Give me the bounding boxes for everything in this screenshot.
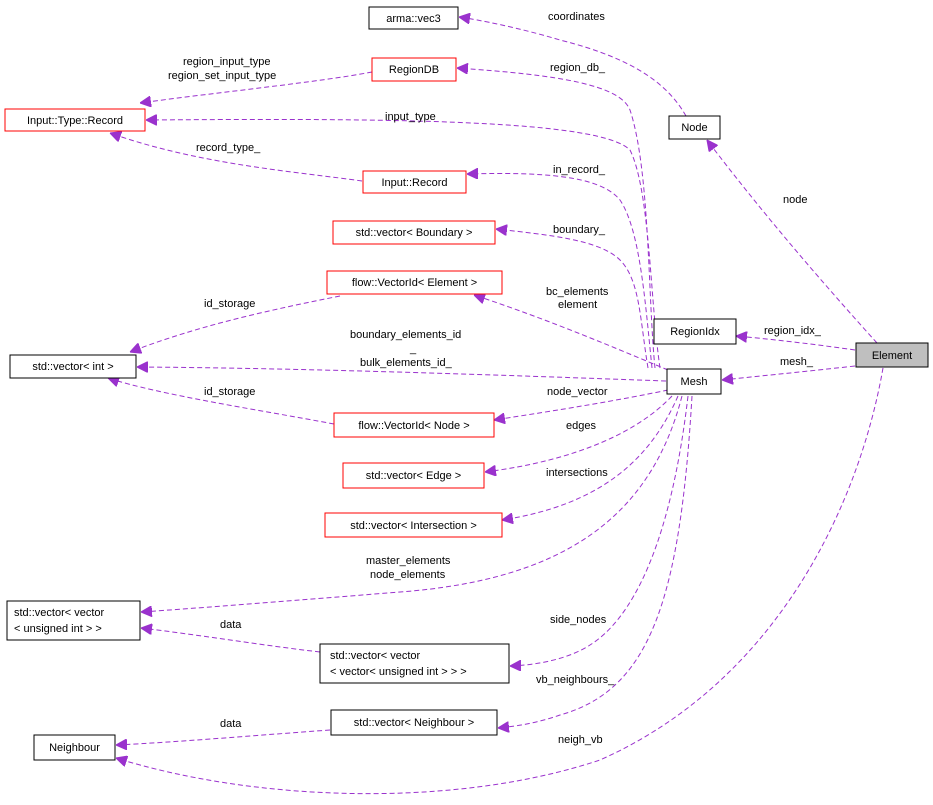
edge-label-element: element — [558, 299, 597, 311]
edge-input-type — [146, 119, 661, 369]
node-label-vector-vvv-uint-line2: < vector< unsigned int > > > — [330, 666, 467, 678]
edge-elements-id — [137, 367, 667, 382]
edge-node-vector — [494, 389, 669, 420]
edge-label-id-storage-node: id_storage — [204, 386, 255, 398]
edge-in-record — [467, 173, 653, 369]
node-label-arma-vec3: arma::vec3 — [386, 13, 440, 25]
edge-label-side-nodes: side_nodes — [550, 614, 607, 626]
node-label-vectorid-node: flow::VectorId< Node > — [358, 420, 469, 432]
node-input-type-record[interactable]: Input::Type::Record — [4, 108, 146, 132]
node-vector-edge[interactable]: std::vector< Edge > — [342, 462, 485, 489]
edge-label-vb-neighbours: vb_neighbours_ — [536, 674, 615, 686]
node-vector-intersection[interactable]: std::vector< Intersection > — [324, 512, 503, 538]
node-vector-vector-uint[interactable]: std::vector< vector < unsigned int > > — [6, 600, 141, 641]
edge-label-node-elements: node_elements — [370, 569, 446, 581]
node-label-node: Node — [681, 122, 707, 134]
edge-region-db — [457, 68, 656, 369]
edge-id-storage-node — [108, 378, 335, 425]
node-label-vector-boundary: std::vector< Boundary > — [356, 227, 473, 239]
node-label-vector-vector-uint-line1: std::vector< vector — [14, 607, 105, 619]
node-label-vector-vvv-uint-line1: std::vector< vector — [330, 650, 421, 662]
edge-data-neighbour — [116, 729, 331, 745]
edge-label-region-input-type: region_input_type — [183, 56, 270, 68]
edge-coordinates — [459, 17, 687, 117]
edge-label-bulk-elements-id: bulk_elements_id_ — [360, 357, 453, 369]
node-label-regionidx: RegionIdx — [670, 326, 720, 338]
edge-label-region-db: region_db_ — [550, 62, 606, 74]
node-label-element: Element — [872, 350, 912, 362]
edge-label-mesh: mesh_ — [780, 356, 814, 368]
node-vectorid-node[interactable]: flow::VectorId< Node > — [333, 412, 495, 438]
node-vector-int[interactable]: std::vector< int > — [9, 354, 137, 379]
node-vector-boundary[interactable]: std::vector< Boundary > — [332, 220, 496, 245]
node-vector-neighbour[interactable]: std::vector< Neighbour > — [330, 709, 498, 736]
node-label-neighbour: Neighbour — [49, 742, 100, 754]
node-label-input-type-record: Input::Type::Record — [27, 115, 123, 127]
node-element[interactable]: Element — [855, 342, 929, 368]
edge-region-idx — [736, 336, 856, 351]
edge-label-boundary-elements-id: boundary_elements_id — [350, 329, 461, 341]
edge-label-data-vvv: data — [220, 619, 242, 631]
edge-label-intersections: intersections — [546, 467, 608, 479]
edge-label-data-neighbour: data — [220, 718, 242, 730]
node-label-vector-edge: std::vector< Edge > — [366, 470, 461, 482]
node-input-record[interactable]: Input::Record — [362, 170, 467, 194]
node-neighbour[interactable]: Neighbour — [33, 734, 116, 761]
edge-bc-elements — [474, 295, 669, 371]
edge-label-in-record: in_record_ — [553, 164, 606, 176]
edge-edges — [485, 395, 673, 472]
node-regiondb[interactable]: RegionDB — [371, 57, 457, 82]
edge-label-region-idx: region_idx_ — [764, 325, 822, 337]
edge-mesh — [722, 365, 856, 380]
edge-label-master-elements: master_elements — [366, 555, 451, 567]
edge-label-id-storage-element: id_storage — [204, 298, 255, 310]
edge-label-record-type: record_type_ — [196, 142, 261, 154]
edge-boundary — [496, 229, 649, 369]
node-label-vectorid-element: flow::VectorId< Element > — [352, 277, 477, 289]
edge-label-region-set-input-type: region_set_input_type — [168, 70, 276, 82]
edge-record-type — [110, 133, 363, 182]
edge-label-coordinates: coordinates — [548, 11, 605, 23]
edge-label-node-vector: node_vector — [547, 386, 608, 398]
node-label-vector-neighbour: std::vector< Neighbour > — [354, 717, 474, 729]
node-regionidx[interactable]: RegionIdx — [653, 318, 737, 345]
edge-label-node: node — [783, 194, 807, 206]
edge-label-bc-elements: bc_elements — [546, 286, 609, 298]
node-label-input-record: Input::Record — [381, 177, 447, 189]
node-label-vector-int: std::vector< int > — [32, 361, 113, 373]
edge-master-elements — [141, 395, 683, 612]
edge-id-storage-element — [130, 295, 341, 352]
node-label-mesh: Mesh — [681, 376, 708, 388]
edge-label-underscore: _ — [409, 343, 417, 355]
edge-label-neigh-vb: neigh_vb — [558, 734, 603, 746]
node-vectorid-element[interactable]: flow::VectorId< Element > — [326, 270, 503, 295]
edge-side-nodes — [510, 395, 689, 666]
edge-label-boundary: boundary_ — [553, 224, 606, 236]
edge-label-input-type: input_type — [385, 111, 436, 123]
node-label-regiondb: RegionDB — [389, 64, 439, 76]
edge-node — [707, 140, 878, 344]
node-node[interactable]: Node — [668, 115, 721, 140]
node-vector-vvv-uint[interactable]: std::vector< vector < vector< unsigned i… — [319, 643, 510, 684]
node-label-vector-vector-uint-line2: < unsigned int > > — [14, 623, 102, 635]
node-label-vector-intersection: std::vector< Intersection > — [350, 520, 477, 532]
edge-data-vvv — [141, 628, 321, 653]
node-arma-vec3[interactable]: arma::vec3 — [368, 6, 459, 30]
edge-label-edges: edges — [566, 420, 596, 432]
edge-region-input-type — [140, 71, 373, 103]
edge-intersections — [502, 395, 679, 520]
node-mesh[interactable]: Mesh — [666, 368, 722, 395]
